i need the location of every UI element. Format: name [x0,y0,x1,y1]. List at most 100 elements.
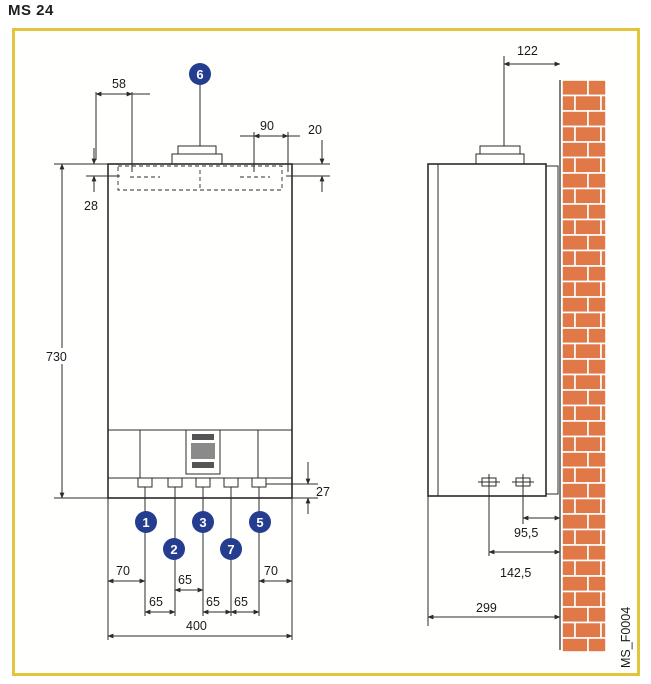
brick [574,621,602,639]
brick [574,497,602,515]
brick [600,249,607,267]
brick [561,497,576,515]
brick [574,187,602,205]
connection-badge-7: 7 [220,538,242,560]
brick [600,435,607,453]
brick [587,637,607,653]
boiler-front-body [107,163,293,499]
svg-text:6: 6 [196,67,203,82]
dim-122: 122 [517,44,538,58]
brick [574,590,602,608]
brick [561,373,576,391]
brick [587,296,607,314]
brick [600,528,607,546]
brick [561,466,576,484]
brick [561,187,576,205]
brick [561,94,576,112]
brick [561,544,589,562]
brick [587,389,607,407]
brick [561,280,576,298]
brick [574,156,602,174]
pipe-connectors [137,477,267,488]
brick [600,311,607,329]
brick [574,373,602,391]
connection-badge-3: 3 [192,511,214,533]
svg-text:2: 2 [170,542,177,557]
brick [600,559,607,577]
brick [587,606,607,624]
diagram-title: MS 24 [8,2,54,19]
brick [561,575,589,593]
brick [574,466,602,484]
brick [561,218,576,236]
brick [587,234,607,252]
diagram-frame [12,28,640,676]
brick [587,420,607,438]
brick [561,358,589,376]
brick [587,110,607,128]
brick [587,513,607,531]
brick [600,466,607,484]
drawing-code: MS_F0004 [619,607,633,668]
brick [587,451,607,469]
dim-27: 27 [316,485,330,499]
brick [600,280,607,298]
brick [574,249,602,267]
brick [561,590,576,608]
dim-58: 58 [112,77,126,91]
side-flue-cap [479,145,521,155]
dim-142-5: 142,5 [500,566,531,580]
brick [561,528,576,546]
connection-badge-6: 6 [189,63,211,146]
brick [600,187,607,205]
brick [561,621,576,639]
dim-20: 20 [308,123,322,137]
side-view: 122 95,5 142,5 299 MS_F0004 [427,44,633,668]
brick [587,544,607,562]
brick [561,420,589,438]
control-display [185,429,221,475]
brick [587,575,607,593]
brick [574,342,602,360]
side-connectors [478,474,534,492]
dim-65-d: 65 [206,595,220,609]
brick-wall [561,79,607,653]
brick [600,497,607,515]
brick [561,513,589,531]
dim-70-right: 70 [264,564,278,578]
brick [561,637,589,653]
brick [574,528,602,546]
brick [561,110,589,128]
brick [561,172,589,190]
svg-text:7: 7 [227,542,234,557]
brick [587,79,607,97]
dim-400: 400 [186,619,207,633]
brick [587,358,607,376]
brick [587,141,607,159]
brick [587,203,607,221]
brick [561,606,589,624]
svg-text:1: 1 [142,515,149,530]
brick [600,94,607,112]
brick [600,373,607,391]
brick [587,265,607,283]
brick [600,218,607,236]
brick [561,311,576,329]
display-buttons [192,434,214,440]
brick [574,94,602,112]
brick [587,482,607,500]
connection-badge-2: 2 [163,538,185,560]
boiler-side-body [427,163,547,497]
brick [574,435,602,453]
brick [561,342,576,360]
svg-text:3: 3 [199,515,206,530]
brick [561,79,589,97]
brick [600,621,607,639]
brick [561,327,589,345]
brick [561,125,576,143]
brick [574,125,602,143]
front-view: 58 90 20 28 730 27 [44,63,330,640]
dim-95-5: 95,5 [514,526,538,540]
brick [600,342,607,360]
